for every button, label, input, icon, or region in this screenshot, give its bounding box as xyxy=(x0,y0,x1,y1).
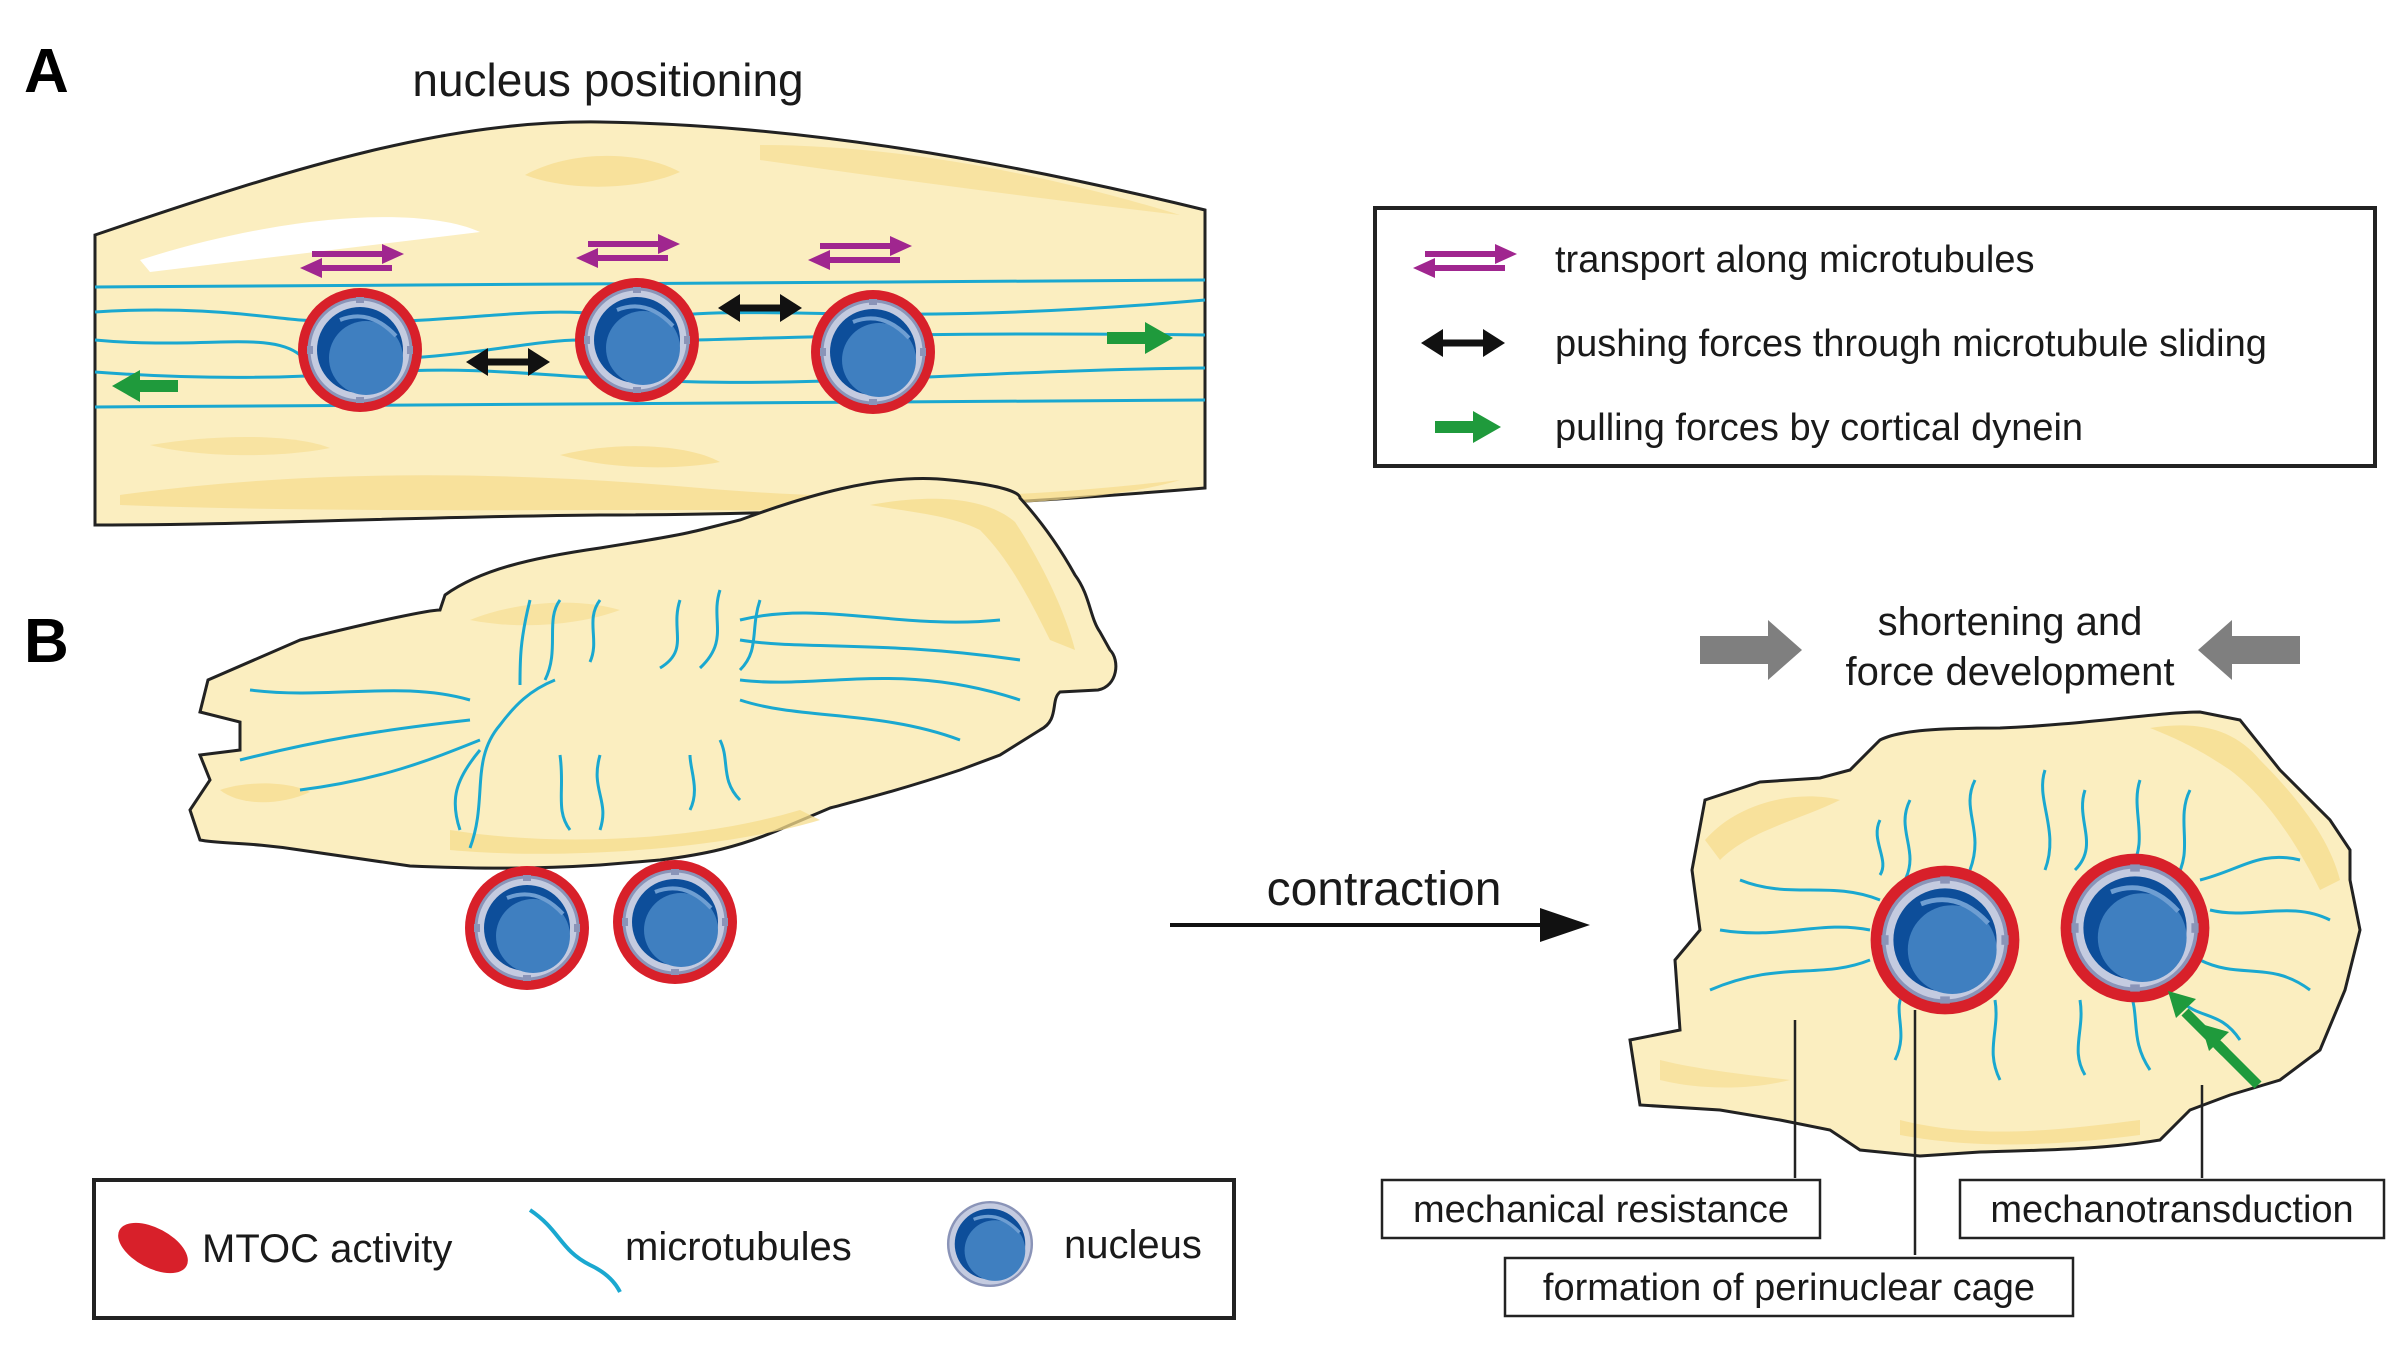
relaxed-cell-microtubules xyxy=(239,589,1021,849)
callout-mechanical-resistance: mechanical resistance xyxy=(1380,1178,1822,1240)
contracted-nucleus-2 xyxy=(2061,854,2210,1003)
nucleus-icon xyxy=(946,1200,1034,1288)
mechanical-resistance-label: mechanical resistance xyxy=(1413,1189,1789,1231)
mechanotransduction-label: mechanotransduction xyxy=(1990,1189,2353,1231)
mtoc-icon xyxy=(118,1222,188,1274)
contracted-nucleus-1 xyxy=(1871,866,2020,1015)
fiber-nucleus-3 xyxy=(809,288,937,416)
legend-pulling-label: pulling forces by cortical dynein xyxy=(1555,407,2083,449)
legend-mtoc-label: MTOC activity xyxy=(202,1227,452,1271)
contraction-arrow xyxy=(1170,908,1590,942)
contraction-label: contraction xyxy=(1267,863,1502,916)
microtubule-icon xyxy=(528,1208,622,1293)
force-label-line-2: force development xyxy=(1845,650,2174,694)
legend-microtubules-label: microtubules xyxy=(625,1225,852,1269)
legend-pushing-label: pushing forces through microtubule slidi… xyxy=(1555,323,2267,365)
panel-b-letter: B xyxy=(24,607,69,676)
relaxed-nucleus-2 xyxy=(611,858,739,986)
perinuclear-cage-label: formation of perinuclear cage xyxy=(1543,1267,2035,1309)
panel-a-letter: A xyxy=(24,37,69,106)
panel-b-legend: MTOC activity microtubules nucleus xyxy=(92,1178,1236,1320)
gray-arrow-right-icon xyxy=(1700,620,1802,680)
legend-nucleus-label: nucleus xyxy=(1064,1223,1202,1267)
relaxed-nucleus-1 xyxy=(463,864,591,992)
force-label-line-1: shortening and xyxy=(1878,600,2143,644)
fiber-nucleus-1 xyxy=(296,286,424,414)
gray-arrow-left-icon xyxy=(2198,620,2300,680)
panel-a-title: nucleus positioning xyxy=(412,54,803,106)
dynein-pull-arrow-icon xyxy=(2201,1024,2262,1089)
callout-mechanotransduction: mechanotransduction xyxy=(1958,1178,2386,1240)
relaxed-cell xyxy=(188,477,1118,870)
callout-perinuclear-cage: formation of perinuclear cage xyxy=(1503,1256,2075,1318)
contracted-cell-microtubules xyxy=(1709,769,2331,1081)
fiber-nucleus-2 xyxy=(573,276,701,404)
panel-a-legend: transport along microtubules pushing for… xyxy=(1373,206,2377,468)
legend-transport-label: transport along microtubules xyxy=(1555,239,2034,281)
callout-lines xyxy=(1793,1010,2204,1255)
